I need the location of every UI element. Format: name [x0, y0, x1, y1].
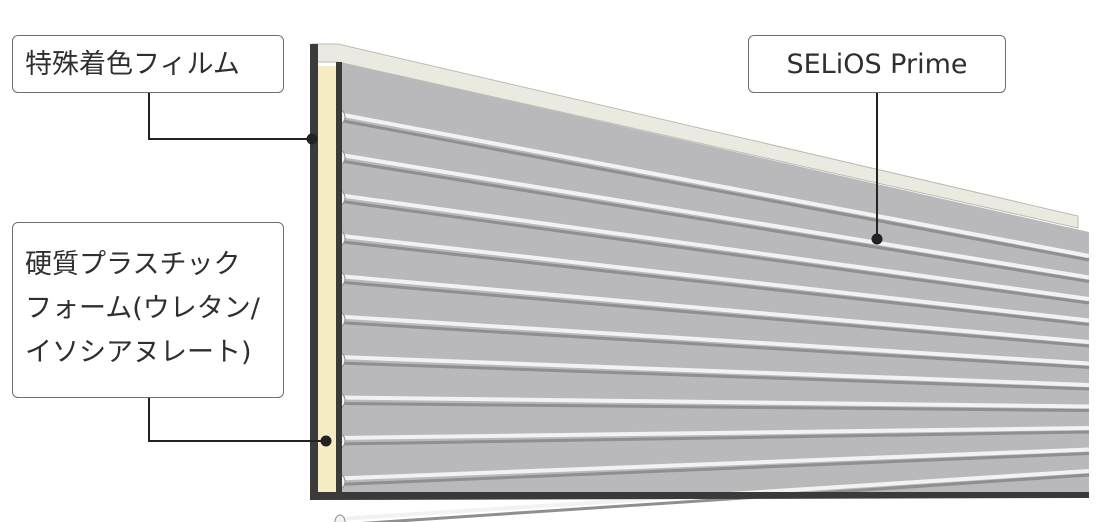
foam-leader-line	[148, 398, 324, 442]
rib-shadow	[337, 430, 1090, 446]
rib-highlight	[337, 233, 1090, 323]
panel-inner-edge	[336, 62, 342, 496]
rib-highlight	[337, 112, 1090, 258]
rib-highlight	[337, 193, 1090, 301]
rib-highlight	[337, 355, 1090, 387]
foam-core	[314, 66, 340, 492]
rib-shadow	[337, 452, 1090, 486]
rib-highlight	[337, 395, 1090, 409]
rib-highlight	[337, 274, 1090, 344]
rib-highlight	[337, 447, 1090, 481]
foam-callout: 硬質プラスチック フォーム(ウレタン/ イソシアヌレート)	[12, 222, 284, 398]
panel-outer-edge	[310, 44, 318, 500]
product-leader-dot	[871, 233, 883, 245]
rib-shadow	[337, 280, 1090, 348]
product-label: SELiOS Prime	[786, 49, 968, 80]
film-label: 特殊着色フィルム	[25, 49, 240, 80]
rib-shadow	[360, 473, 1090, 522]
panel-bottom-edge	[310, 492, 1089, 500]
film-leader-dot	[306, 133, 318, 145]
product-callout: SELiOS Prime	[748, 35, 1006, 93]
foam-leader-dot	[320, 435, 332, 447]
foam-label-line-2: フォーム(ウレタン/	[25, 293, 260, 324]
rib-shadow	[337, 402, 1090, 412]
rib-shadow	[337, 321, 1090, 369]
panel-ribs	[334, 109, 1090, 522]
foam-label-line-1: 硬質プラスチック	[25, 249, 241, 280]
rib-profile-bump	[334, 514, 346, 522]
rib-highlight	[337, 314, 1090, 366]
rib-shadow	[337, 199, 1090, 305]
rib-shadow	[337, 159, 1090, 283]
foam-label-line-3: イソシアヌレート)	[25, 337, 252, 368]
rib-shadow	[337, 240, 1090, 326]
rib-shadow	[337, 361, 1090, 391]
rib-highlight	[337, 426, 1090, 440]
rib-highlight	[337, 152, 1090, 280]
rib-shadow	[337, 118, 1090, 262]
film-leader-line	[148, 93, 310, 140]
film-callout: 特殊着色フィルム	[12, 35, 284, 93]
